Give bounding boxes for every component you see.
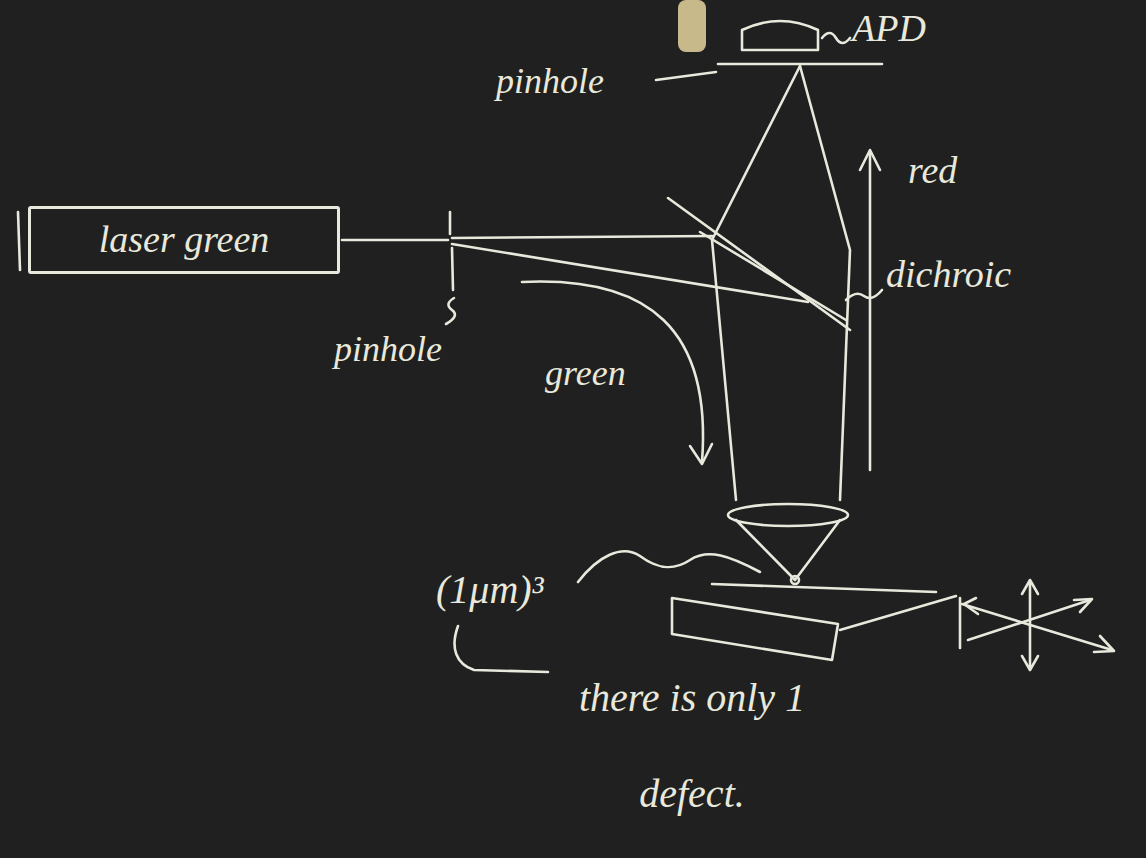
stage-axis-y: [968, 600, 1090, 640]
stage-arrowhead: [1074, 599, 1092, 612]
green-arrow: [522, 282, 703, 462]
laser-pinhole-upper: [449, 212, 452, 234]
stage-arrowhead: [964, 598, 978, 614]
objective-lens: [728, 504, 848, 526]
pinhole-squiggle: [446, 298, 455, 324]
laser-pinhole-lower: [452, 248, 453, 290]
chalk-holder: [678, 0, 706, 52]
dichroic-leader: [846, 290, 882, 300]
sample-plane-back: [712, 584, 936, 592]
stage-arrowhead: [1022, 580, 1038, 594]
chalk-label: there is only 1 defect.: [552, 650, 832, 842]
stage-arrowhead: [1094, 636, 1114, 652]
chalk-label: red: [908, 148, 957, 194]
stage-axis-x: [962, 604, 1112, 650]
beam-upper: [452, 236, 712, 238]
laser-box: laser green: [28, 206, 340, 274]
stage-axis-z: [1029, 582, 1032, 668]
stage-bracket: [959, 598, 962, 648]
chalk-label: pinhole: [496, 60, 604, 103]
beam-lower: [452, 244, 808, 302]
laser-beam: [342, 239, 448, 242]
sample-slab: [672, 598, 838, 660]
node-text: laser green: [99, 217, 270, 263]
red-arrowhead: [860, 150, 880, 170]
stage-arrowhead: [1022, 656, 1038, 670]
chalk-label: green: [545, 352, 626, 395]
dichroic-mirror-edge: [700, 232, 846, 320]
focus-cone: [736, 520, 840, 580]
green-arrowhead: [690, 444, 712, 464]
chalk-label: pinhole: [334, 328, 442, 371]
apd-leader: [822, 33, 850, 43]
red-arrow: [869, 152, 872, 470]
chalk-label: APD: [852, 6, 926, 52]
volume-leader: [578, 551, 760, 582]
focal-spot: [791, 576, 799, 584]
sample-plane-side: [840, 596, 956, 630]
laser-bracket: [18, 212, 20, 270]
beam-cone-right: [800, 66, 850, 500]
apd-detector-symbol: [742, 21, 818, 50]
chalk-label: dichroic: [886, 252, 1011, 298]
chalk-label: (1μm)³: [436, 566, 544, 614]
note-bracket: [455, 626, 548, 672]
pinhole-leader: [656, 72, 716, 80]
dichroic-mirror: [668, 198, 850, 330]
